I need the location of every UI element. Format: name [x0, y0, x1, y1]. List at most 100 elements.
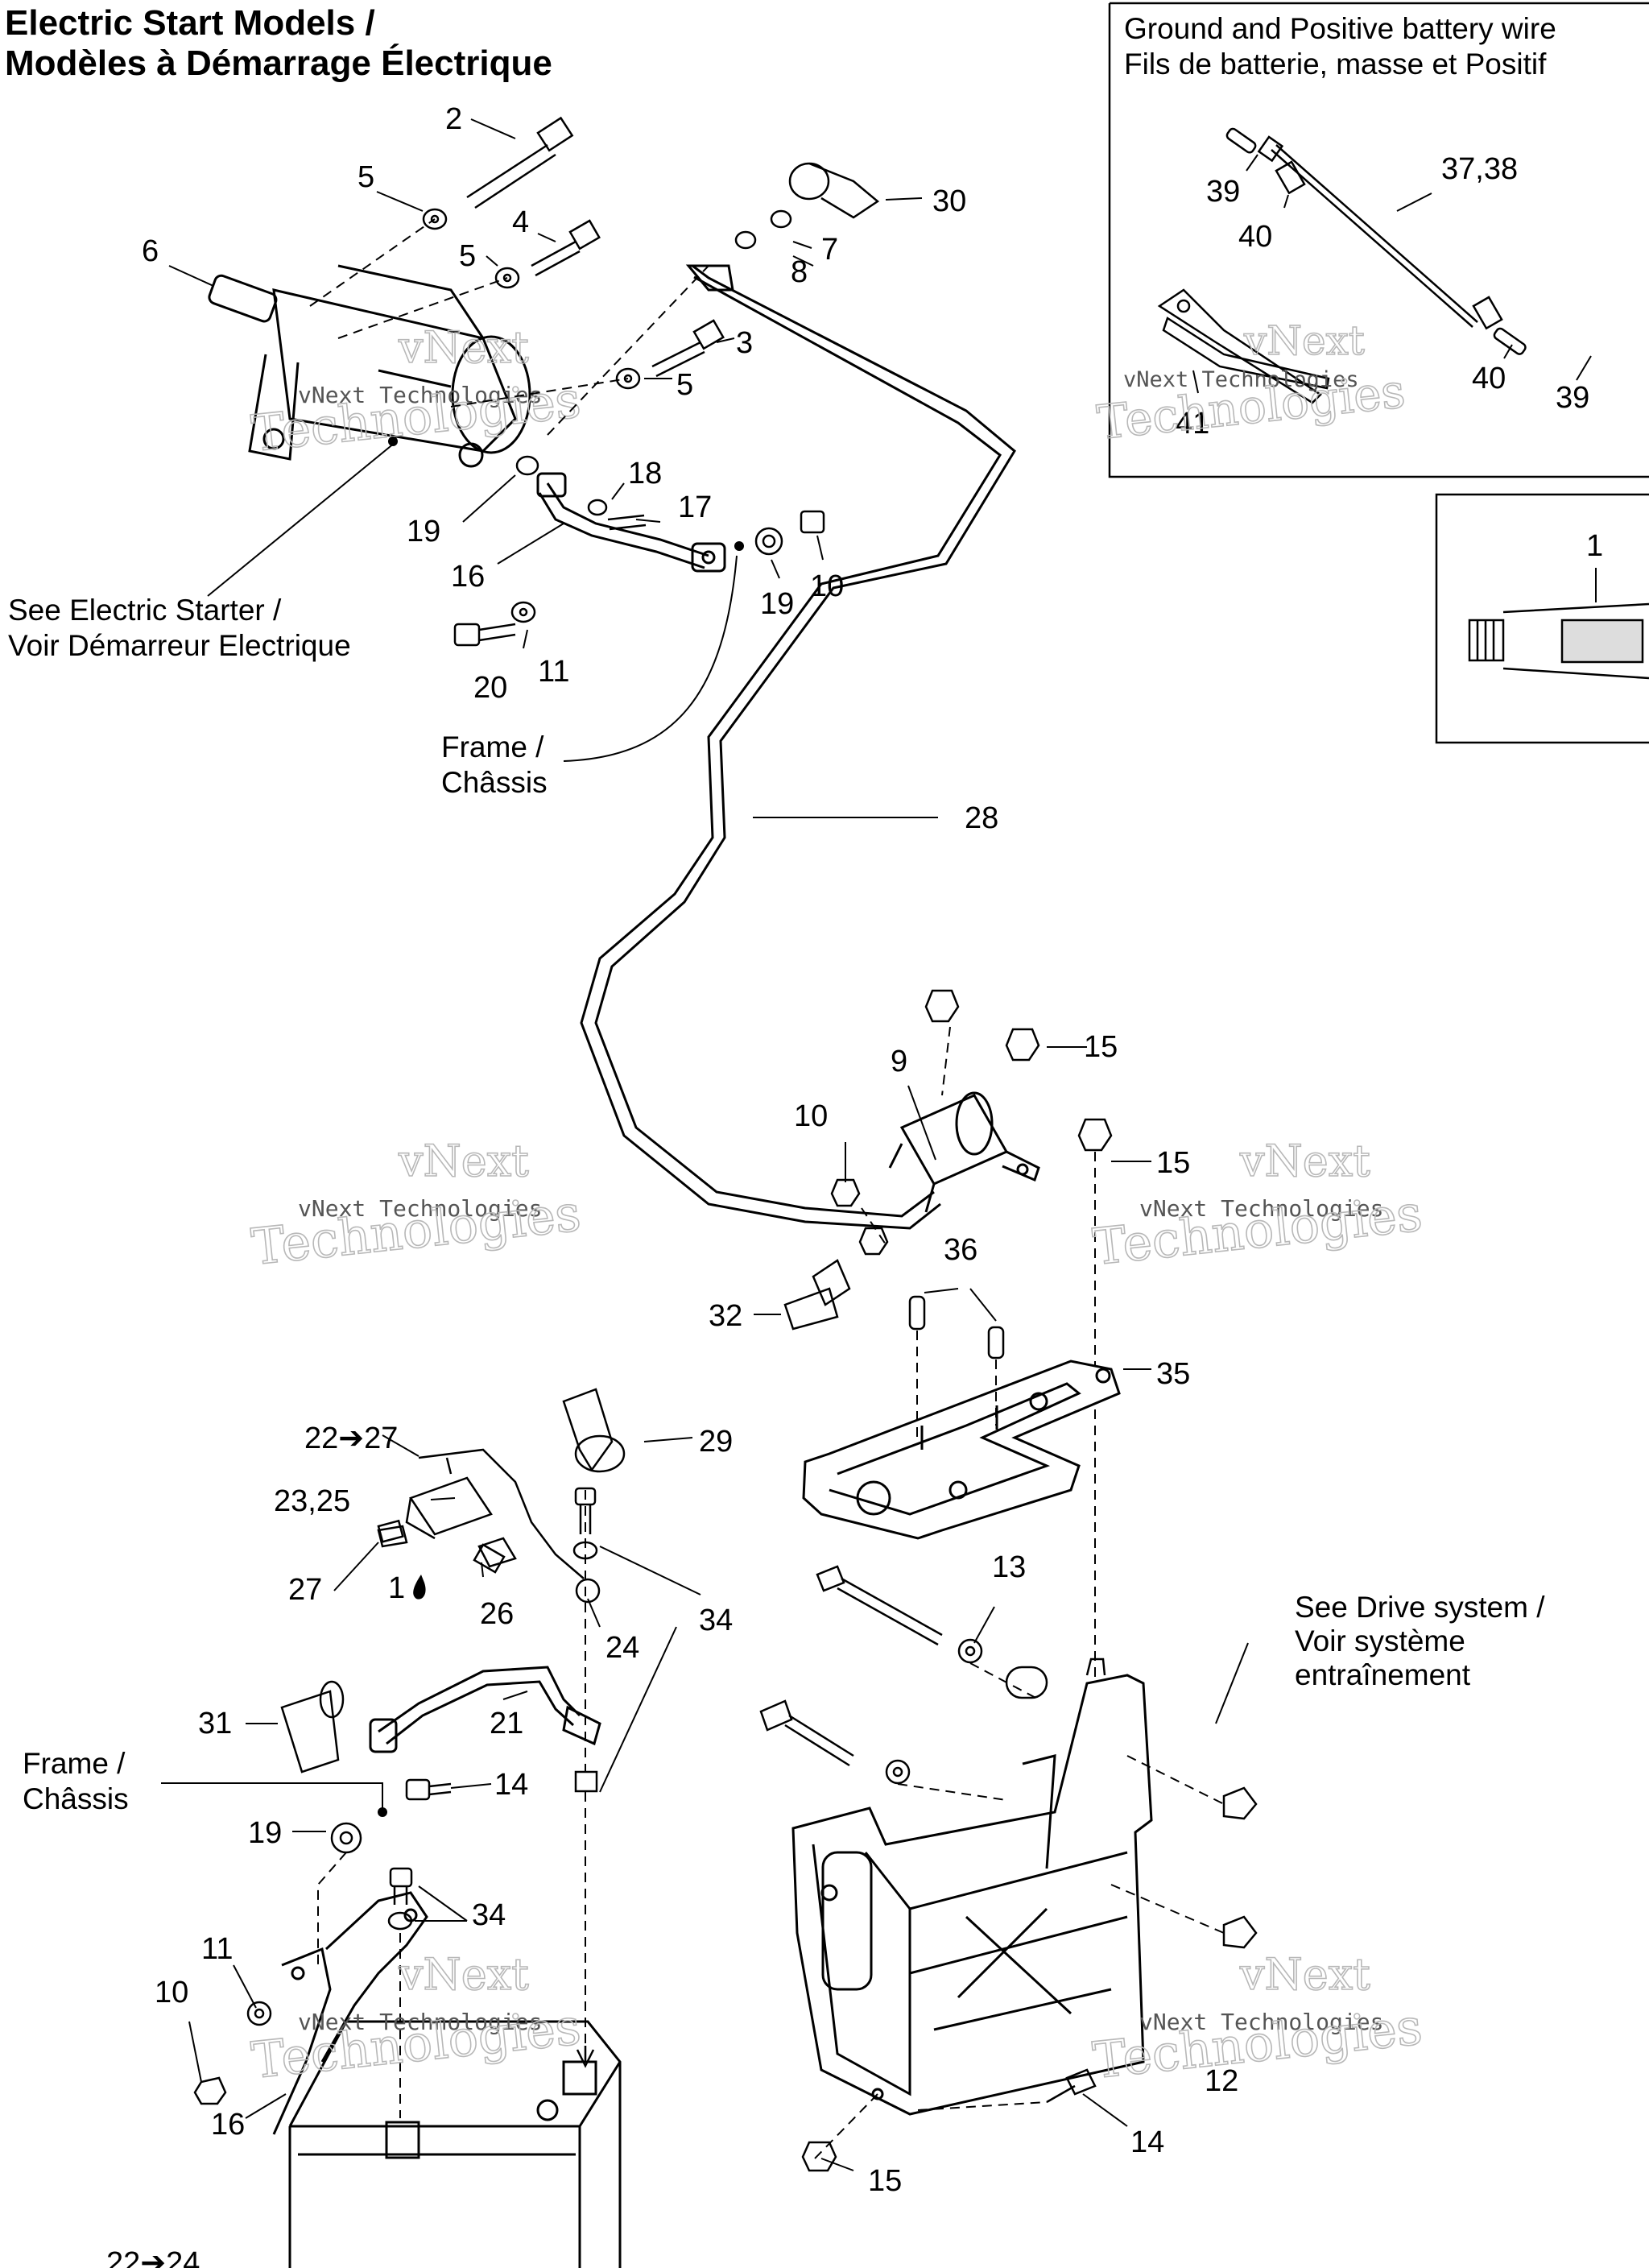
inset-grease: 1	[1435, 493, 1649, 744]
inset-leaders	[1192, 154, 1592, 394]
svg-text:vNext Technologies: vNext Technologies	[1139, 2009, 1383, 2035]
cable-21-icon	[369, 1666, 601, 1753]
watermark-5: vNext vNext Technologies Technologies	[248, 1948, 584, 2091]
watermark-2: vNext vNext Technologies Technologies	[248, 1135, 584, 1277]
callout-13: 13	[992, 1550, 1026, 1584]
bolt-34-stack	[572, 1487, 598, 1793]
note-drive-3: entraînement	[1295, 1658, 1471, 1691]
callout-labels: 2 5 6 4 5 3 5 7 8 30 18 17 19 16 19 10 2…	[106, 102, 1238, 2268]
arrow-down-icon	[576, 2046, 595, 2068]
callout-34b: 34	[472, 1898, 506, 1932]
note-drive-1: See Drive system /	[1295, 1591, 1545, 1624]
svg-text:vNext: vNext	[398, 322, 529, 373]
drop-icon	[413, 1575, 426, 1600]
callout-23-25: 23,25	[274, 1484, 350, 1518]
callout-39b: 39	[1556, 381, 1589, 415]
note-see-starter-2: Voir Démarreur Electrique	[8, 629, 351, 662]
leader-lines	[161, 118, 1249, 2171]
callout-27: 27	[288, 1573, 322, 1607]
dashed-guides	[309, 218, 709, 436]
callout-17: 17	[678, 490, 712, 524]
note-drive-2: Voir système	[1295, 1624, 1465, 1658]
ground-cable-16-lower	[272, 1891, 428, 2135]
terminal-31-icon	[280, 1680, 345, 1773]
note-frame-bot-2: Châssis	[23, 1782, 129, 1815]
solenoid-icon	[888, 1091, 1040, 1213]
boot-30-icon	[788, 162, 880, 219]
callout-11b: 11	[201, 1932, 233, 1966]
callout-15b: 15	[1156, 1146, 1190, 1180]
svg-text:vNext Technologies: vNext Technologies	[298, 2009, 542, 2035]
watermark-3: vNext vNext Technologies Technologies	[1089, 1135, 1425, 1277]
svg-text:vNext: vNext	[1239, 1136, 1370, 1186]
tray-hardware	[759, 1565, 1258, 2172]
callout-31: 31	[198, 1707, 232, 1740]
svg-text:vNext Technologies: vNext Technologies	[298, 1195, 542, 1222]
solenoid-guides	[861, 1026, 1096, 1772]
battery-cable-28	[580, 264, 1016, 1230]
callout-19a: 19	[407, 515, 440, 548]
starter-ref-dot	[388, 437, 398, 446]
callout-40a: 40	[1238, 220, 1272, 254]
callout-19b: 19	[760, 587, 794, 621]
fuse-holder-icon	[377, 1448, 601, 1604]
callout-40b: 40	[1472, 362, 1506, 395]
grease-tube-icon	[1468, 602, 1649, 680]
terminal-32-icon	[783, 1259, 851, 1331]
ground-cable-16-upper	[536, 472, 726, 573]
callout-5c: 5	[676, 368, 693, 402]
callout-5b: 5	[459, 239, 476, 273]
tray-guides	[814, 1662, 1225, 2159]
svg-text:vNext: vNext	[398, 1136, 529, 1186]
note-frame-top-1: Frame /	[441, 730, 544, 764]
callout-29: 29	[699, 1425, 733, 1459]
bolt-4-icon	[531, 219, 601, 277]
page-title: Electric Start Models / Modèles à Démarr…	[5, 3, 552, 84]
callout-30: 30	[932, 184, 966, 218]
small-hardware-upper	[453, 455, 825, 647]
svg-text:vNext Technologies: vNext Technologies	[1123, 367, 1359, 392]
note-frame-bot-1: Frame /	[23, 1747, 126, 1780]
callout-41: 41	[1176, 407, 1209, 441]
callout-20: 20	[473, 671, 507, 705]
callout-22-27: 22➔27	[304, 1422, 398, 1455]
fuse-27-icon	[377, 1525, 408, 1548]
svg-text:vNext: vNext	[1243, 317, 1365, 364]
title-line-1: Electric Start Models /	[5, 3, 375, 43]
callout-39a: 39	[1206, 175, 1240, 209]
title-line-2: Modèles à Démarrage Électrique	[5, 43, 552, 83]
pins-36	[908, 1295, 1005, 1360]
bolt-2-icon	[466, 116, 574, 209]
callout-8: 8	[791, 255, 808, 289]
callout-12: 12	[1205, 2064, 1238, 2098]
battery-tray-icon	[791, 1674, 1153, 2116]
callout-26: 26	[480, 1597, 514, 1631]
callout-28: 28	[965, 801, 998, 835]
callout-34a: 34	[699, 1604, 733, 1637]
callout-24: 24	[605, 1631, 639, 1665]
svg-text:vNext Technologies: vNext Technologies	[1139, 1195, 1383, 1222]
callout-36: 36	[944, 1233, 977, 1267]
callout-5a: 5	[357, 160, 374, 194]
callout-15a: 15	[1084, 1030, 1118, 1064]
callout-11a: 11	[538, 655, 569, 689]
callout-3: 3	[736, 326, 753, 360]
callout-22-24: 22➔24	[106, 2246, 200, 2268]
battery-wire-icon	[1225, 127, 1527, 355]
inset-title-2: Fils de batterie, masse et Positif	[1124, 48, 1547, 81]
crimp-tool-icon	[1157, 288, 1330, 404]
callout-19c: 19	[248, 1816, 282, 1850]
battery-guides	[317, 1852, 401, 2118]
callout-16a: 16	[451, 560, 485, 594]
nuts-solenoid	[830, 989, 1113, 1256]
fuse-26-icon	[477, 1537, 517, 1568]
callout-1a: 1	[388, 1571, 405, 1605]
svg-text:vNext Technologies: vNext Technologies	[298, 382, 542, 408]
callout-7: 7	[821, 233, 838, 267]
curved-leaders	[563, 555, 738, 762]
callout-18: 18	[628, 457, 662, 490]
cap-29-icon	[562, 1388, 626, 1473]
starter-motor-icon	[208, 264, 531, 468]
battery-icon	[288, 2020, 622, 2268]
